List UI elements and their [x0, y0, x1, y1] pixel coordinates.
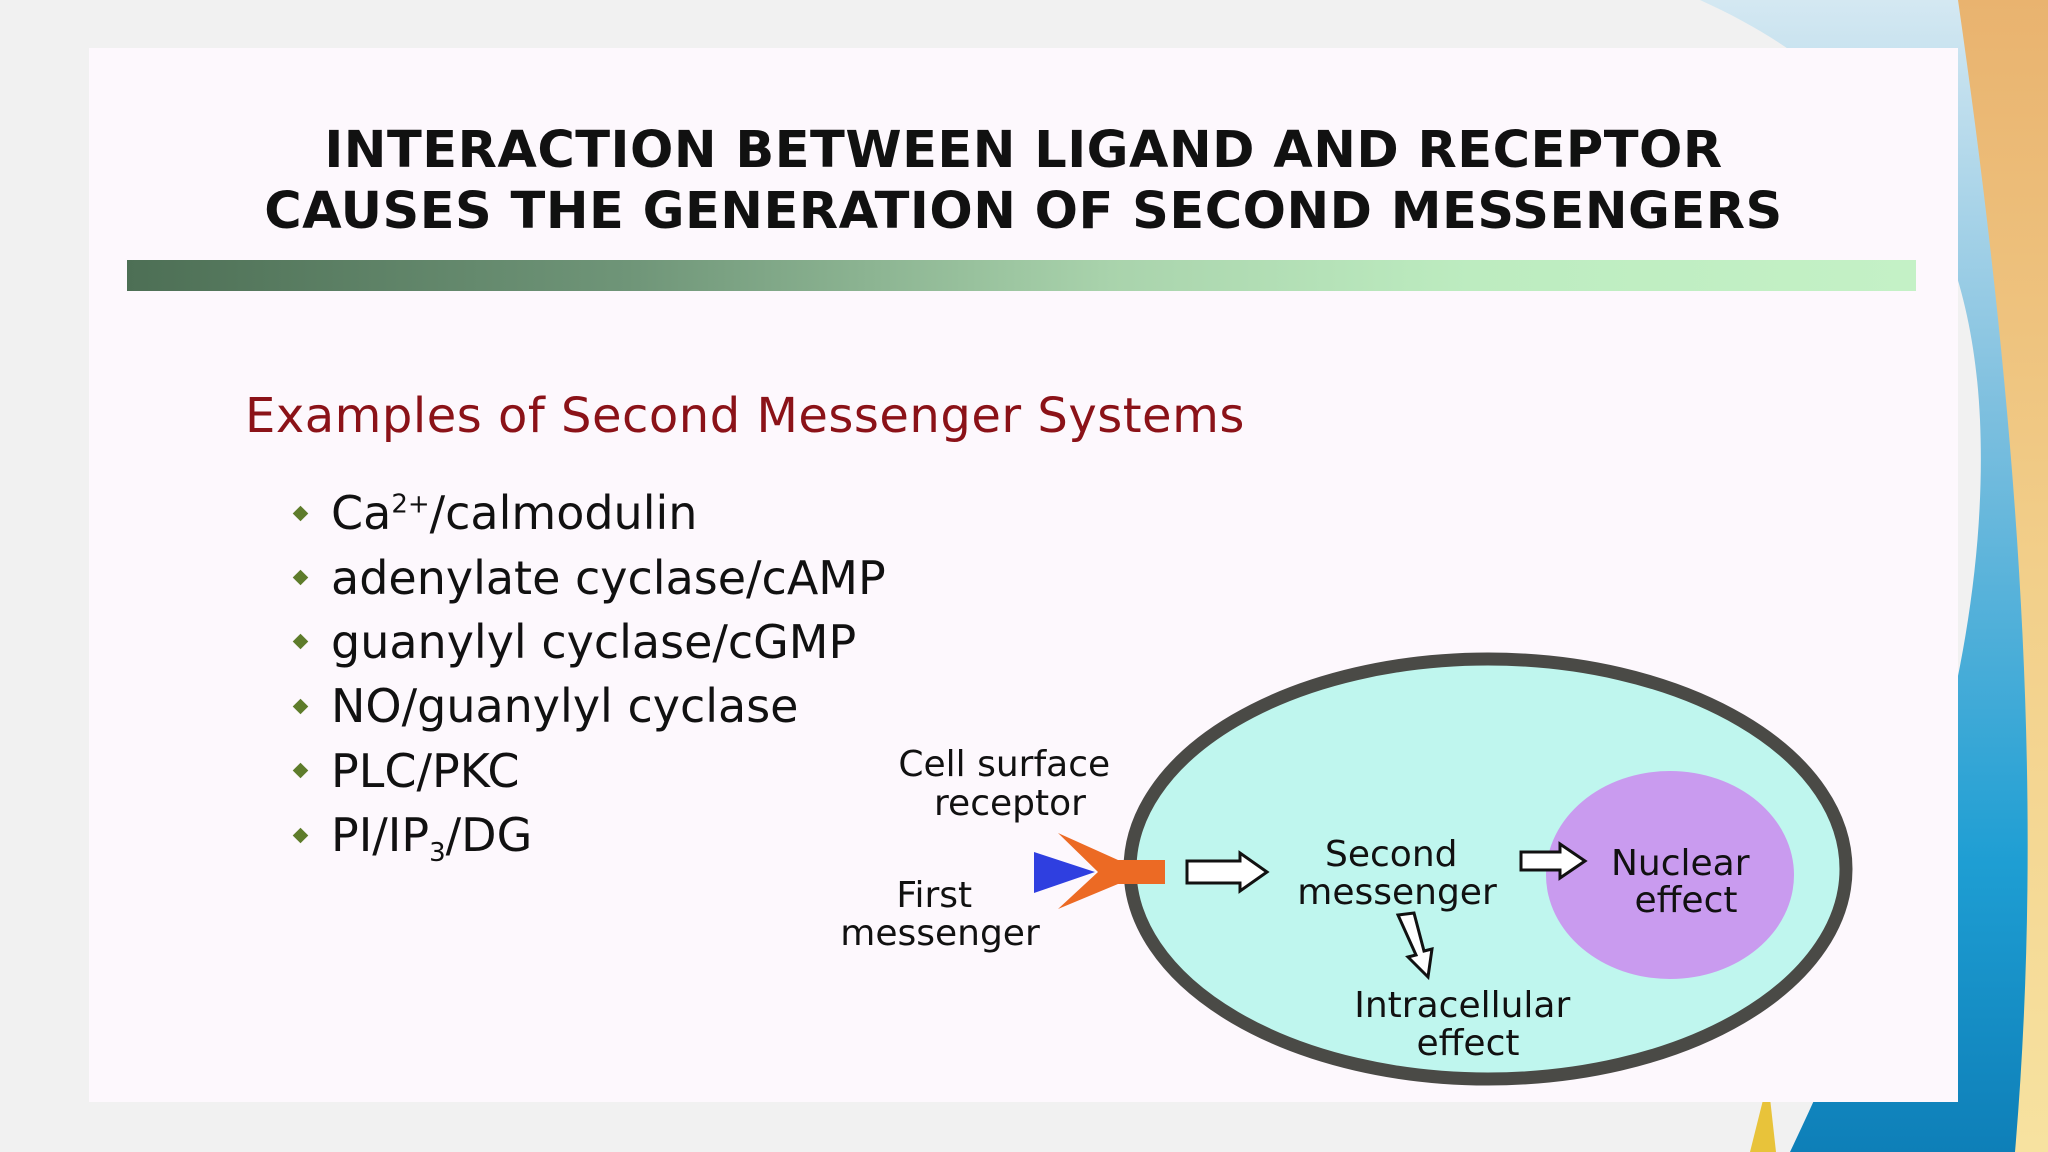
list-item: Ca2+/calmodulin	[287, 481, 886, 545]
bullet-text: PLC/PKC	[331, 743, 520, 798]
title-divider	[127, 260, 1916, 291]
first-messenger-label: First messenger	[840, 875, 1040, 954]
bullet-list: Ca2+/calmodulin adenylate cyclase/cAMP g…	[287, 481, 886, 867]
list-item: adenylate cyclase/cAMP	[287, 545, 886, 609]
title-line-2: CAUSES THE GENERATION OF SECOND MESSENGE…	[264, 182, 1783, 241]
bullet-text: Ca2+/calmodulin	[331, 486, 698, 541]
bullet-text: adenylate cyclase/cAMP	[331, 550, 886, 605]
list-item: guanylyl cyclase/cGMP	[287, 610, 886, 674]
first-messenger-ligand-icon	[1034, 852, 1095, 893]
list-item: PI/IP3/DG	[287, 803, 886, 867]
arrow-right-icon	[1519, 841, 1588, 881]
arrow-right-icon	[1185, 850, 1270, 894]
arrow-down-icon	[1395, 911, 1434, 981]
nuclear-effect-label: Nuclear effect	[1611, 843, 1761, 921]
nucleus	[1546, 771, 1794, 979]
cell-surface-receptor-label: Cell surface receptor	[898, 744, 1121, 824]
bullet-text: PI/IP3/DG	[331, 808, 533, 869]
cell-surface-receptor-icon	[1058, 833, 1165, 909]
bullet-text: guanylyl cyclase/cGMP	[331, 614, 857, 669]
slide-title: INTERACTION BETWEEN LIGAND AND RECEPTOR …	[89, 120, 1958, 242]
second-messenger-label: Second messenger	[1297, 834, 1497, 913]
title-line-1: INTERACTION BETWEEN LIGAND AND RECEPTOR	[324, 121, 1723, 180]
section-subtitle: Examples of Second Messenger Systems	[245, 388, 1245, 444]
intracellular-effect-label: Intracellular effect	[1354, 985, 1582, 1064]
bullet-text: NO/guanylyl cyclase	[331, 679, 799, 734]
list-item: PLC/PKC	[287, 739, 886, 803]
list-item: NO/guanylyl cyclase	[287, 674, 886, 738]
